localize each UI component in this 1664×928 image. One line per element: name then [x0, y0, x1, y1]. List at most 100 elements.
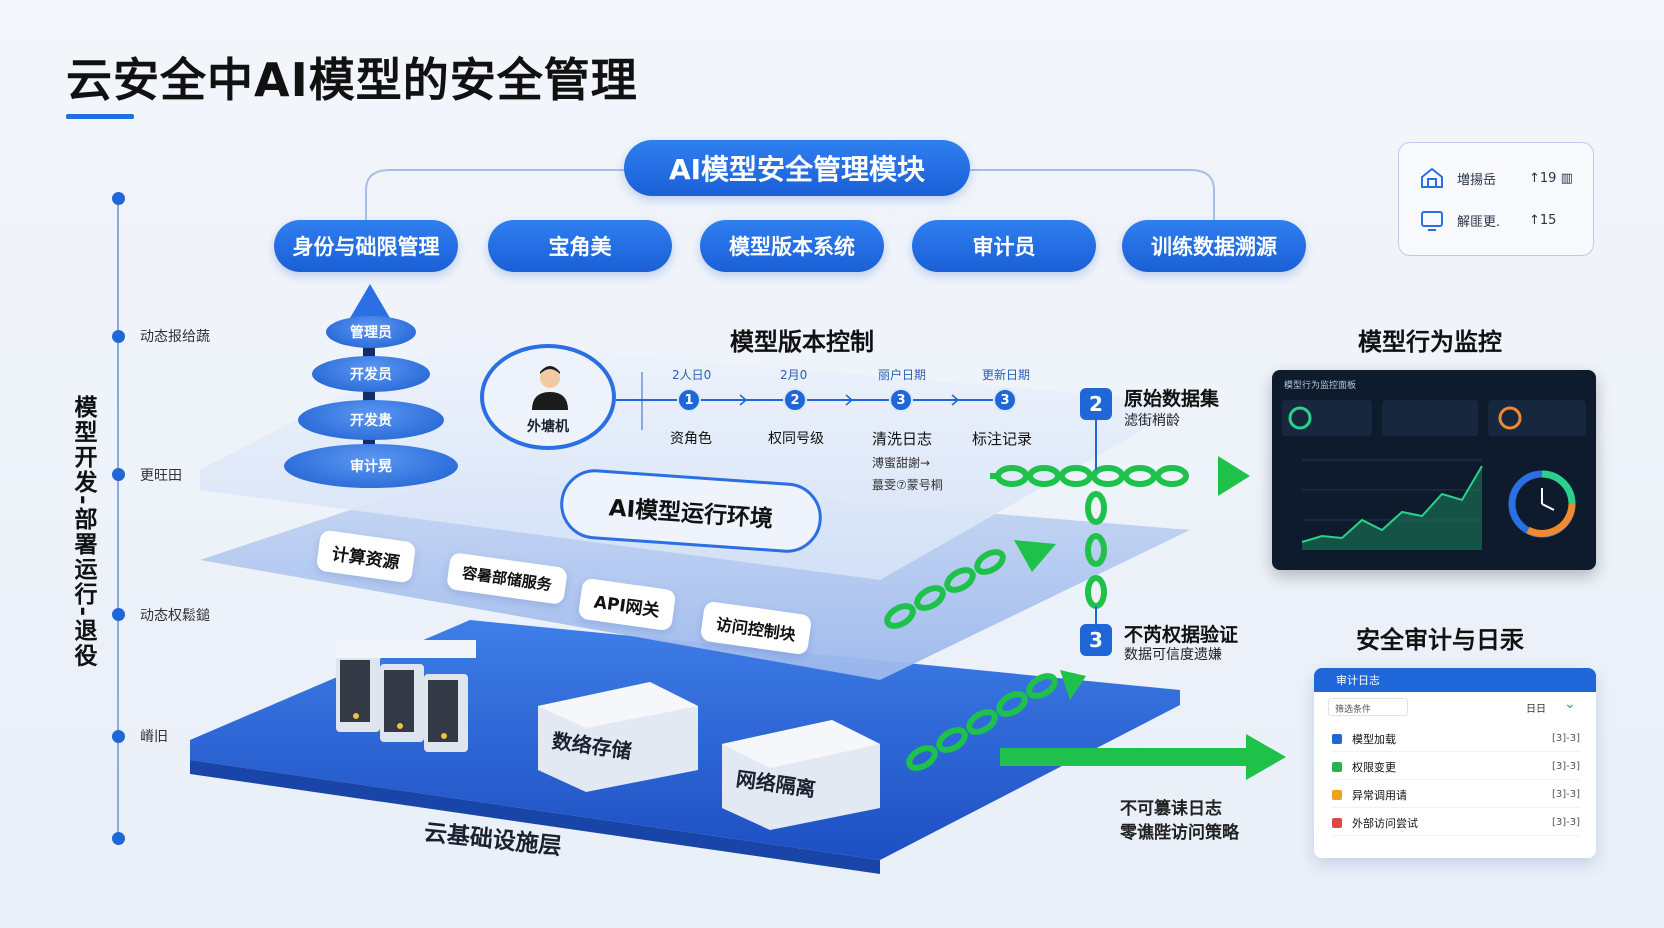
audit-filter-input[interactable]: 筛选条件 [1328, 698, 1408, 716]
timeline-dot [112, 832, 125, 845]
stat-value: ↑19 ▥ [1529, 170, 1573, 186]
stats-card: 増揚岳 ↑19 ▥ 解匪更. ↑15 [1398, 142, 1594, 256]
flow-sub: 数据可信度遗嫌 [1124, 647, 1222, 663]
status-icon [1332, 789, 1342, 800]
timeline-label: 更旺田 [140, 468, 182, 484]
flow-title: 不芮权据验证 [1124, 624, 1239, 646]
version-control-title: 模型版本控制 [730, 328, 874, 356]
stat-label: 解匪更. [1457, 214, 1501, 230]
timeline-label: 嵴旧 [140, 729, 168, 745]
timeline-dot [112, 730, 125, 743]
step-number: 3 [889, 388, 913, 412]
audit-date-select[interactable]: 日日 [1526, 704, 1546, 715]
connector-right [970, 169, 1215, 220]
module-item-data-lineage: 训练数据溯源 [1122, 220, 1306, 272]
flow-sub: 滤街梢龄 [1124, 413, 1180, 429]
status-icon [1332, 817, 1342, 828]
status-icon [1332, 733, 1342, 744]
module-item-version: 模型版本系统 [700, 220, 884, 272]
chevron-down-icon[interactable]: ⌄ [1564, 696, 1576, 712]
audit-row-label: 模型加载 [1352, 732, 1396, 746]
flow-badge: 2 [1080, 388, 1112, 420]
pyramid-tier: 开发员 [312, 356, 430, 392]
dashboard-title: 模型行为监控面板 [1284, 381, 1357, 391]
chain-diagonal-1 [884, 549, 1006, 629]
chain-arrow-diag1 [1014, 540, 1056, 572]
step-label: 权同号级 [768, 431, 824, 447]
step-note: 蕞雯⑦蒙号桐 [872, 478, 943, 492]
audit-row[interactable]: 异常调用请 [3]-3] [1332, 782, 1580, 808]
timeline-dot [112, 468, 125, 481]
external-user-circle: 外塘机 [480, 344, 616, 450]
chain-arrow-diag2 [1060, 670, 1086, 700]
audit-row[interactable]: 模型加载 [3]-3] [1332, 726, 1580, 752]
home-shield-icon [1421, 167, 1443, 188]
audit-row-time: [3]-3] [1551, 817, 1580, 828]
step-number: 2 [783, 388, 807, 412]
monitor-icon [1421, 211, 1443, 231]
step-date: 更新日期 [982, 368, 1031, 382]
step-number: 3 [993, 388, 1017, 412]
person-label: 外塘机 [527, 419, 569, 435]
stat-label: 増揚岳 [1457, 172, 1497, 188]
stat-value: ↑15 [1529, 212, 1557, 228]
audit-header: 审计日志 [1314, 668, 1596, 692]
audit-row-label: 外部访问尝试 [1352, 816, 1418, 830]
version-arrows [739, 394, 960, 406]
monitoring-dashboard: 模型行为监控面板 [1272, 370, 1596, 570]
base-platform-edge [190, 760, 880, 874]
audit-row[interactable]: 权限变更 [3]-3] [1332, 754, 1580, 780]
module-item-auditor: 审计员 [912, 220, 1096, 272]
log-arrow-head [1246, 734, 1286, 780]
timeline-dot [112, 608, 125, 621]
flow-badge: 3 [1080, 624, 1112, 656]
pyramid-tier: 管理员 [326, 316, 416, 348]
audit-row-label: 权限变更 [1352, 760, 1396, 774]
log-note-line2: 零谯陛访问策略 [1120, 823, 1239, 843]
title-underline [66, 114, 134, 119]
chain-horizontal [995, 465, 1189, 487]
page-title: 云安全中AI模型的安全管理 [66, 53, 638, 107]
audit-row-label: 异常调用请 [1352, 788, 1407, 802]
connector-left [365, 169, 624, 220]
user-icon [532, 366, 568, 410]
lifecycle-vertical-label: 模型开发-部署运行-退役 [70, 395, 96, 669]
step-label: 清洗日志 [872, 430, 933, 448]
step-date: 2人日0 [672, 368, 712, 382]
step-number: 1 [677, 388, 701, 412]
stat-row: 増揚岳 ↑19 ▥ [1419, 165, 1573, 191]
module-item-identity: 身份与础限管理 [274, 220, 458, 272]
network-box [722, 720, 880, 830]
pyramid-tier: 开发贵 [298, 400, 444, 440]
dashboard-chart [1282, 400, 1586, 550]
audit-title: 安全审计与日汞 [1356, 626, 1524, 654]
server-rack-icon [336, 640, 476, 752]
step-label: 标注记录 [972, 430, 1033, 448]
log-arrow-shaft [1000, 748, 1246, 766]
module-item-role: 宝角美 [488, 220, 672, 272]
step-date: 2月0 [780, 368, 808, 382]
stat-row: 解匪更. ↑15 [1419, 207, 1556, 233]
timeline-dot [112, 192, 125, 205]
audit-row-time: [3]-3] [1551, 761, 1580, 772]
chain-diagonal-2 [906, 673, 1058, 771]
timeline-label: 动态权鬆鎚 [140, 608, 210, 624]
step-note: 溥蜜甜謝→ [872, 456, 931, 470]
timeline-line [117, 198, 119, 840]
audit-log-panel: 审计日志 筛选条件 日日 ⌄ 模型加载 [3]-3] 权限变更 [3]-3] 异… [1314, 668, 1596, 858]
audit-row[interactable]: 外部访问尝试 [3]-3] [1332, 810, 1580, 836]
timeline-dot [112, 330, 125, 343]
log-note-line1: 不可篡诔日志 [1120, 799, 1222, 819]
chain-arrow-right [1218, 456, 1250, 496]
step-label: 资角色 [670, 431, 712, 447]
monitoring-title: 模型行为监控 [1358, 328, 1502, 356]
pyramid-tip [350, 284, 390, 318]
audit-row-time: [3]-3] [1551, 733, 1580, 744]
main-module-pill: AI模型安全管理模块 [624, 140, 970, 196]
step-date: 丽户日期 [878, 368, 927, 382]
status-icon [1332, 761, 1342, 772]
timeline-label: 动态报给蔬 [140, 329, 210, 345]
pyramid-tier: 审计晃 [284, 444, 458, 488]
storage-box [538, 682, 698, 792]
